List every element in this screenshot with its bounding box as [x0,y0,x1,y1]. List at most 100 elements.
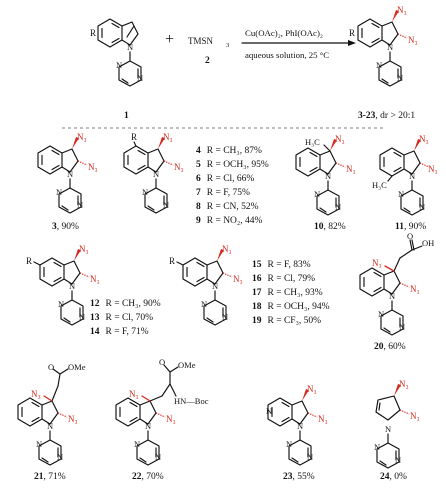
atom-n: N [79,312,85,322]
methoxy-label: OMe [68,362,86,372]
azide-label: N₃ [68,414,78,424]
r-group: R [90,28,96,38]
atom-n: N [142,187,148,197]
atom-n: N [376,60,382,70]
boc-amine-label: HN—Boc [174,396,209,406]
azide-label: N₃ [399,379,409,389]
azide-label: N₃ [163,132,173,142]
azide-label: N₃ [410,411,420,421]
caption-21: 21, 71% [34,472,66,482]
azide-label: N₃ [31,389,41,399]
atom-n: N [385,424,391,434]
r-group: R [169,256,175,266]
reagent-subscript: 3 [226,42,229,49]
atom-n: N [409,171,415,181]
atom-n: N [378,309,384,319]
atom-n: N [389,291,395,301]
azide-label: N₃ [318,414,328,424]
atom-n: N [398,189,404,199]
azide-label: N₃ [346,164,356,174]
caption-3: 3, 90% [52,222,79,232]
product-general: N N N N₃ N₃ R 3-23, dr > 20:1 [349,5,418,121]
r-group: R [26,256,32,266]
atom-n: N [77,200,83,210]
atom-n: N [314,189,320,199]
reagent-tmsn3: TMSN 3 2 [188,36,229,66]
azide-label: N₃ [233,274,243,284]
atom-n: N [201,299,207,309]
azide-label: N₃ [222,244,232,254]
hydroxyl-label: OH [422,238,434,248]
atom-n: N [69,281,75,291]
product-caption: 3-23, dr > 20:1 [358,111,415,121]
atom-n: N [145,421,151,431]
compound-10: N N N H₃C N₃ N₃ 10, 82% [295,134,356,232]
azide-label: N₃ [174,162,184,172]
caption-23: 23, 55% [283,472,315,482]
atom-n: N [374,442,380,452]
caption-11: 11, 90% [395,222,426,232]
methyl-label: H₃C [305,137,320,147]
atom-n: N [163,200,169,210]
azide-label: N₃ [397,5,407,15]
oxygen-label: O [407,231,413,241]
compound-22: N N N O OMe HN—Boc N₃ N₃ 22, 70% [115,357,209,482]
reaction-arrow: Cu(OAc)₂, PhI(OAc)₂ aqueous solution, 25… [241,28,356,60]
azide-label: N₃ [307,384,317,394]
atom-n: N [58,299,64,309]
catalyst-condition: Cu(OAc)₂, PhI(OAc)₂ [245,28,323,38]
atom-n: N [397,73,403,83]
azide-label: N₃ [335,134,345,144]
caption-20: 20, 60% [374,342,406,352]
compound-11: N N N H₃C N₃ N₃ 11, 90% [372,134,438,232]
atom-n: N [153,169,159,179]
reagent-label: 2 [205,56,210,66]
atom-n: N [286,439,292,449]
atom-n: N [325,171,331,181]
atom-n: N [47,421,53,431]
azide-label: N₃ [372,258,382,268]
azide-label: N₃ [90,274,100,284]
caption-24: 24, 0% [380,472,407,482]
atom-n: N [116,60,122,70]
atom-n: N [399,322,405,332]
plus-sign: + [165,31,174,48]
azide-label: N₃ [88,162,98,172]
azide-label: N₃ [77,132,87,142]
azide-label: N₃ [428,164,438,174]
oxygen-label: O [159,357,165,367]
atom-n: N [155,452,161,462]
atom-n: N [137,73,143,83]
atom-n: N [134,439,140,449]
azide-label: N₃ [166,414,176,424]
atom-n: N [387,42,393,52]
oxygen-label: O [48,362,54,372]
atom-n: N [395,455,401,465]
r-group: R [131,132,137,142]
methoxy-label: OMe [178,360,196,370]
atom-n: N [36,439,42,449]
reagent-formula: TMSN [188,36,214,46]
pyridine-n-label: N [266,406,272,416]
reactant-indole: N N N R 1 [90,18,143,121]
atom-n: N [222,312,228,322]
atom-n: N [419,202,425,212]
reactant-label: 1 [124,111,129,121]
azide-label: N₃ [79,244,89,254]
atom-n: N [67,169,73,179]
compound-20: N N N O OH N₃ N₃ 20, 60% [359,231,434,352]
atom-n: N [307,452,313,462]
